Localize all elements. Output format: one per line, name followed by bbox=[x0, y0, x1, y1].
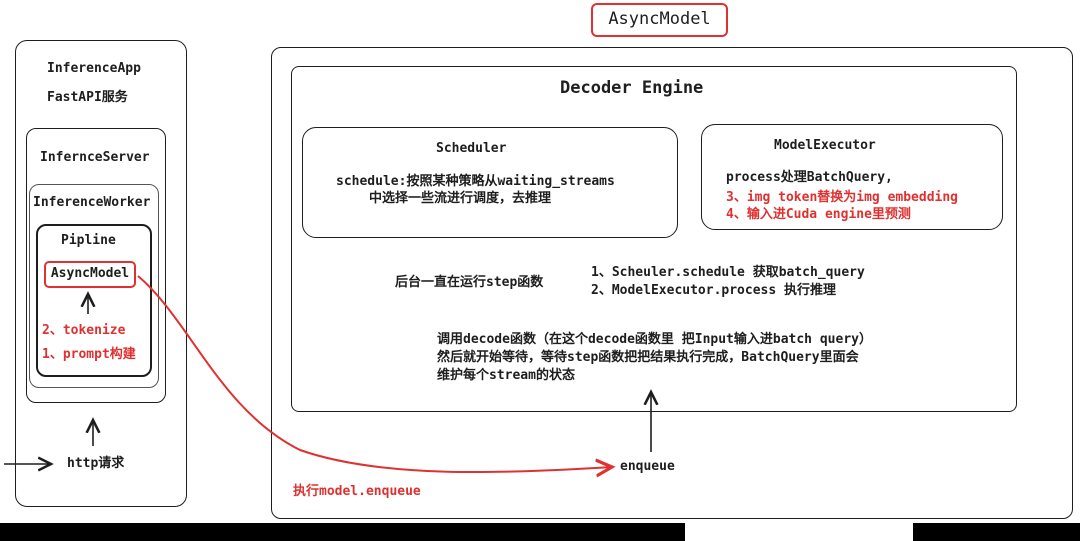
bottom-bar-left bbox=[0, 523, 685, 541]
pipeline-label: Pipline bbox=[61, 233, 116, 248]
decode-line-3: 维护每个stream的状态 bbox=[437, 368, 575, 383]
async-model-node-label: AsyncModel bbox=[50, 266, 130, 281]
model-executor-title: ModelExecutor bbox=[774, 138, 876, 153]
step-list-item-2: 2、ModelExecutor.process 执行推理 bbox=[591, 283, 837, 298]
inference-app-label: InferenceApp bbox=[47, 61, 141, 76]
async-model-title: AsyncModel bbox=[608, 9, 711, 29]
decoder-engine-box bbox=[291, 66, 1017, 412]
bottom-bar-right bbox=[913, 523, 1080, 541]
decode-line-2: 然后就开始等待，等待step函数把把结果执行完成，BatchQuery里面会 bbox=[437, 350, 859, 365]
async-model-node-box bbox=[44, 261, 136, 288]
enqueue-label: enqueue bbox=[620, 459, 675, 474]
background-step-label: 后台一直在运行step函数 bbox=[395, 275, 544, 290]
decoder-engine-title: Decoder Engine bbox=[560, 78, 704, 98]
inference-app-box bbox=[15, 40, 187, 507]
model-executor-line3: 4、输入进Cuda engine里预测 bbox=[726, 207, 911, 222]
model-executor-line2: 3、img token替换为img embedding bbox=[726, 190, 959, 205]
http-request-label: http请求 bbox=[67, 456, 125, 471]
tokenize-step: 2、tokenize bbox=[42, 323, 126, 338]
inference-server-box bbox=[26, 128, 166, 403]
step-list-item-1: 1、Scheuler.schedule 获取batch_query bbox=[591, 265, 865, 280]
decode-line-1: 调用decode函数（在这个decode函数里 把Input输入进batch q… bbox=[437, 332, 872, 347]
prompt-build-step: 1、prompt构建 bbox=[42, 347, 136, 362]
model-executor-line1: process处理BatchQuery, bbox=[726, 170, 893, 185]
scheduler-line1: schedule:按照某种策略从waiting_streams bbox=[336, 174, 615, 189]
inference-server-label: InfernceServer bbox=[40, 150, 150, 165]
inference-worker-label: InferenceWorker bbox=[33, 195, 151, 210]
model-enqueue-label: 执行model.enqueue bbox=[293, 484, 421, 499]
fastapi-service-label: FastAPI服务 bbox=[47, 90, 128, 105]
async-model-title-box bbox=[591, 3, 728, 37]
scheduler-box bbox=[302, 127, 678, 238]
model-executor-box bbox=[701, 124, 1003, 230]
scheduler-title: Scheduler bbox=[436, 141, 507, 156]
scheduler-line2: 中选择一些流进行调度，去推理 bbox=[369, 191, 552, 206]
